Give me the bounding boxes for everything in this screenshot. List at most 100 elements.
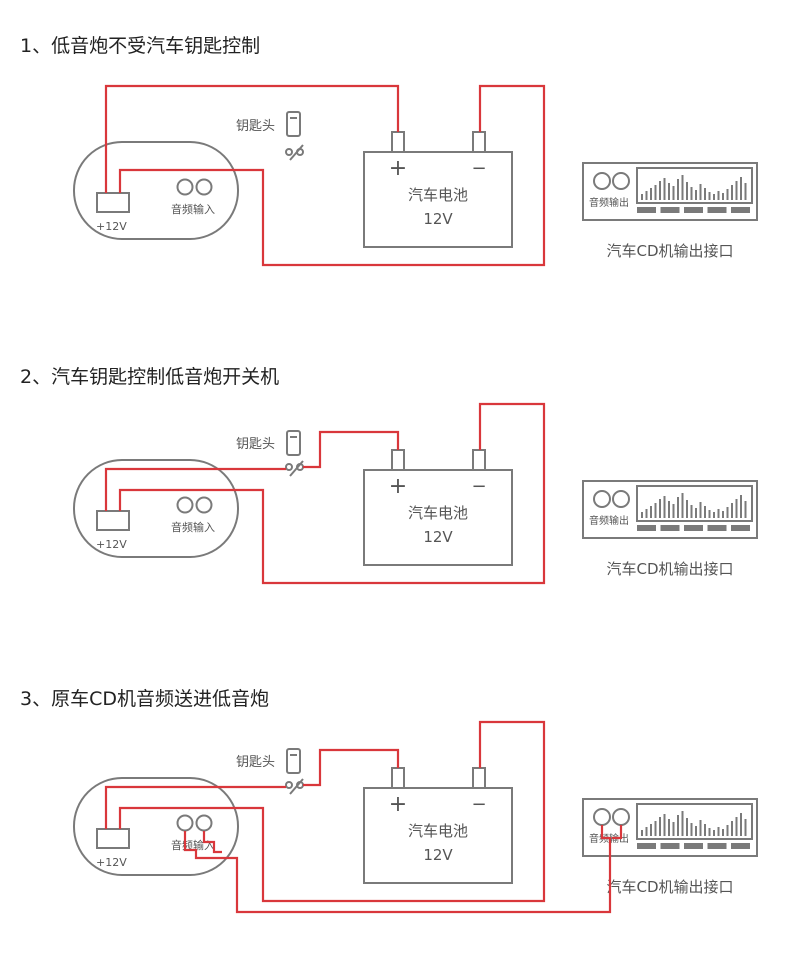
equalizer-bar: [740, 177, 742, 200]
switch-lever: [289, 144, 304, 161]
equalizer-bar: [713, 830, 715, 836]
equalizer-bar: [672, 186, 675, 200]
equalizer-display: [636, 167, 753, 204]
equalizer-bar: [690, 823, 693, 836]
equalizer-bar: [650, 188, 652, 200]
section-2: 2、汽车钥匙控制低音炮开关机 +12V 音频输入 钥匙头 + − 汽车电池 12…: [20, 366, 758, 585]
power-terminal: [96, 192, 130, 213]
preset-button: [637, 525, 656, 531]
key-icon: [286, 430, 301, 456]
equalizer-bar: [704, 506, 706, 518]
cd-caption: 汽车CD机输出接口: [606, 560, 733, 578]
power-label: +12V: [96, 220, 127, 233]
equalizer-display: [636, 803, 753, 840]
power-terminal: [96, 828, 130, 849]
preset-button: [731, 843, 750, 849]
equalizer-bar: [740, 813, 742, 836]
equalizer-bar: [740, 495, 742, 518]
equalizer-bar: [641, 830, 643, 836]
equalizer-bar: [713, 512, 715, 518]
equalizer-bar: [731, 185, 733, 200]
preset-button: [731, 525, 750, 531]
equalizer-bar: [663, 178, 666, 200]
equalizer-bar: [641, 512, 643, 518]
switch-lever: [289, 460, 304, 477]
equalizer-bar: [708, 192, 711, 200]
wire-power-to-key-switch: [104, 785, 286, 829]
equalizer-bar: [663, 496, 666, 518]
section-title: 2、汽车钥匙控制低音炮开关机: [20, 366, 279, 388]
equalizer-bar: [699, 820, 702, 836]
equalizer-bars: [641, 811, 747, 836]
equalizer-bar: [708, 510, 711, 518]
battery-voltage: 12V: [423, 846, 453, 864]
battery-positive-post: [391, 449, 405, 471]
equalizer-bar: [726, 507, 729, 518]
wire-audio-right-stub: [202, 831, 222, 854]
equalizer-bar: [645, 191, 648, 200]
equalizer-bars: [641, 493, 747, 518]
section-title: 3、原车CD机音频送进低音炮: [20, 688, 269, 710]
wire-key-switch-to-battery-positive: [303, 430, 400, 469]
equalizer-bars: [641, 175, 747, 200]
wire-power-to-key-switch: [104, 467, 286, 511]
power-label: +12V: [96, 538, 127, 551]
cd-player-body: [582, 162, 758, 221]
equalizer-bar: [690, 505, 693, 518]
preset-button: [660, 843, 680, 849]
audio-output-jack-right: [612, 490, 630, 508]
preset-button: [660, 207, 680, 213]
equalizer-bar: [663, 814, 666, 836]
car-battery: + − 汽车电池 12V: [363, 767, 513, 884]
equalizer-bar: [659, 181, 661, 200]
wire-audio-left: [183, 825, 612, 914]
battery-positive-post: [391, 767, 405, 789]
battery-voltage: 12V: [423, 528, 453, 546]
subwoofer-unit: +12V 音频输入: [73, 777, 239, 876]
equalizer-bar: [677, 497, 679, 518]
preset-button: [707, 525, 727, 531]
equalizer-bar: [708, 828, 711, 836]
equalizer-bar: [704, 188, 706, 200]
wire-ground-to-battery-negative: [118, 84, 546, 267]
equalizer-bar: [722, 511, 724, 518]
equalizer-bar: [668, 183, 670, 200]
battery-name: 汽车电池: [408, 822, 468, 840]
equalizer-bar: [726, 189, 729, 200]
battery-negative-post: [472, 131, 486, 153]
equalizer-bar: [699, 184, 702, 200]
battery-body: [363, 787, 513, 884]
preset-button: [707, 843, 727, 849]
audio-output-label: 音频输出: [589, 196, 629, 209]
equalizer-bar: [704, 824, 706, 836]
equalizer-bar: [672, 504, 675, 518]
equalizer-bar: [722, 829, 724, 836]
key-icon: [286, 111, 301, 137]
switch-contact-left: [285, 148, 293, 156]
cd-player-body: [582, 798, 758, 857]
subwoofer-unit: +12V 音频输入: [73, 141, 239, 240]
preset-button: [707, 207, 727, 213]
audio-input-jack-right: [195, 178, 213, 196]
audio-input-jack-left: [176, 178, 194, 196]
audio-output-label: 音频输出: [589, 514, 629, 527]
equalizer-bar: [659, 817, 661, 836]
audio-input-label: 音频输入: [171, 202, 215, 216]
preset-buttons: [637, 207, 750, 213]
subwoofer-body: [73, 777, 239, 876]
equalizer-bar: [744, 183, 747, 200]
equalizer-bar: [717, 509, 720, 518]
plus-sign: +: [389, 156, 407, 181]
equalizer-bar: [650, 506, 652, 518]
equalizer-bar: [659, 499, 661, 518]
cd-player-body: [582, 480, 758, 539]
subwoofer-body: [73, 459, 239, 558]
preset-button: [684, 525, 703, 531]
minus-sign: −: [471, 158, 486, 179]
switch-contact-left: [285, 463, 293, 471]
preset-button: [684, 843, 703, 849]
key-label: 钥匙头: [236, 119, 275, 134]
audio-input-label: 音频输入: [171, 520, 215, 534]
battery-name: 汽车电池: [408, 504, 468, 522]
